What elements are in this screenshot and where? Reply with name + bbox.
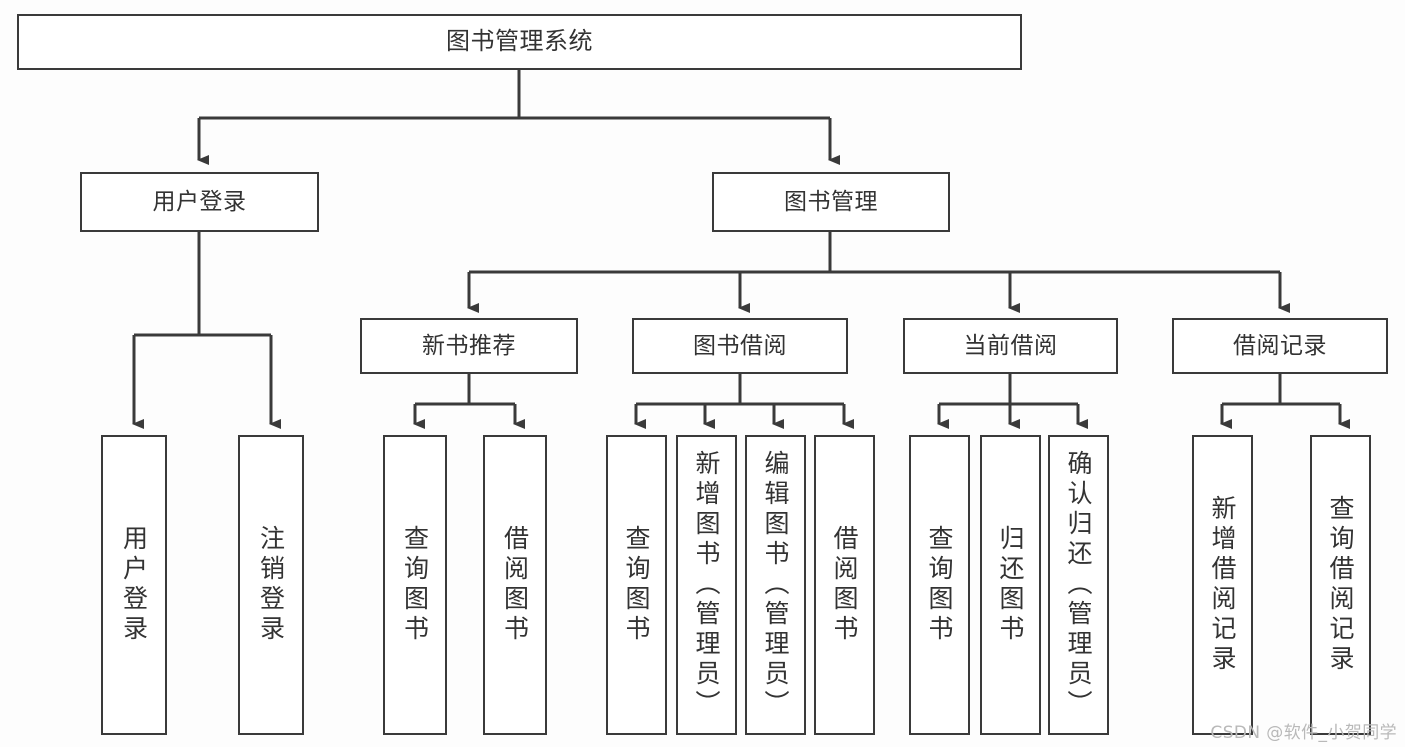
node-borrow-record[interactable]: 借阅记录 — [1172, 318, 1388, 374]
node-new-book-recommend[interactable]: 新书推荐 — [360, 318, 578, 374]
leaf-add-book-label: 新增图书（管理员） — [692, 450, 721, 720]
leaf-user-login-label: 用户登录 — [119, 525, 149, 645]
node-current-borrow[interactable]: 当前借阅 — [903, 318, 1118, 374]
node-book-borrow-label: 图书借阅 — [693, 332, 787, 359]
leaf-query-book-2-label: 查询图书 — [622, 525, 651, 645]
leaf-query-book-1-label: 查询图书 — [400, 525, 430, 645]
leaf-borrow-book-2-label: 借阅图书 — [830, 525, 859, 645]
leaf-edit-book-label: 编辑图书（管理员） — [761, 450, 790, 720]
leaf-borrow-book-1[interactable]: 借阅图书 — [483, 435, 547, 735]
node-user-login-label: 用户登录 — [152, 188, 247, 215]
leaf-confirm-return[interactable]: 确认归还（管理员） — [1048, 435, 1109, 735]
leaf-query-record-label: 查询借阅记录 — [1326, 495, 1355, 675]
leaf-borrow-book-1-label: 借阅图书 — [500, 525, 530, 645]
leaf-query-book-3-label: 查询图书 — [925, 525, 954, 645]
leaf-logout-label: 注销登录 — [256, 525, 286, 645]
leaf-user-login[interactable]: 用户登录 — [101, 435, 167, 735]
leaf-edit-book[interactable]: 编辑图书（管理员） — [745, 435, 806, 735]
node-user-login[interactable]: 用户登录 — [80, 172, 319, 232]
leaf-logout[interactable]: 注销登录 — [238, 435, 304, 735]
csdn-watermark: CSDN @软件_小贺同学 — [1210, 723, 1397, 743]
node-new-book-recommend-label: 新书推荐 — [422, 332, 516, 359]
leaf-query-book-1[interactable]: 查询图书 — [383, 435, 447, 735]
leaf-add-book[interactable]: 新增图书（管理员） — [676, 435, 737, 735]
leaf-add-record-label: 新增借阅记录 — [1208, 495, 1237, 675]
node-book-manage-label: 图书管理 — [784, 188, 878, 215]
node-current-borrow-label: 当前借阅 — [963, 332, 1058, 359]
leaf-return-book-label: 归还图书 — [996, 525, 1025, 645]
node-book-manage[interactable]: 图书管理 — [712, 172, 950, 232]
leaf-add-record[interactable]: 新增借阅记录 — [1192, 435, 1253, 735]
leaf-query-book-3[interactable]: 查询图书 — [909, 435, 970, 735]
node-borrow-record-label: 借阅记录 — [1233, 332, 1327, 359]
leaf-query-record[interactable]: 查询借阅记录 — [1310, 435, 1371, 735]
leaf-query-book-2[interactable]: 查询图书 — [606, 435, 667, 735]
leaf-borrow-book-2[interactable]: 借阅图书 — [814, 435, 875, 735]
leaf-return-book[interactable]: 归还图书 — [980, 435, 1041, 735]
node-root[interactable]: 图书管理系统 — [17, 14, 1022, 70]
leaf-confirm-return-label: 确认归还（管理员） — [1064, 450, 1093, 720]
node-book-borrow[interactable]: 图书借阅 — [632, 318, 848, 374]
node-root-label: 图书管理系统 — [446, 27, 593, 56]
